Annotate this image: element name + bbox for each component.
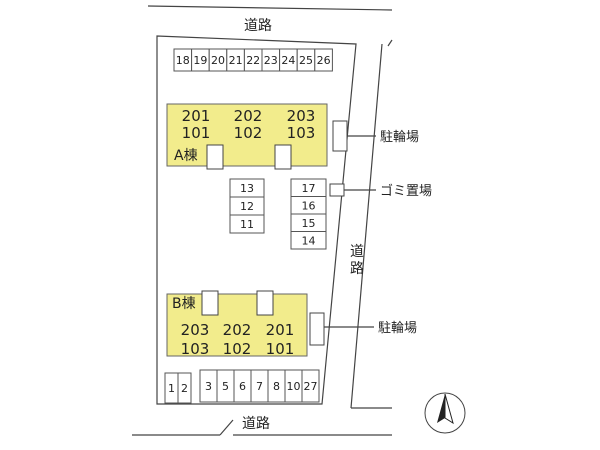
building-a [166,103,328,167]
parking-space-number: 21 [229,54,243,67]
parking-space-number: 11 [240,218,254,231]
parking-space-number: 13 [240,182,254,195]
road-top-label: 道路 [244,18,272,34]
garbage-label: ゴミ置場 [380,183,432,199]
road-corner-b [219,419,234,436]
unit-number: 202 [234,107,263,125]
parking-space-slot [229,214,265,234]
road-bottom-label: 道路 [242,416,270,432]
road-top-edge [147,5,393,11]
parking-space-number: 16 [302,199,316,212]
parking-space-number: 12 [240,200,254,213]
parking-space-number: 2 [181,382,188,395]
parking-space-slot [301,369,320,403]
unit-number: 102 [223,340,252,358]
road-right-label-1: 道 [350,244,364,260]
center-right-parking: 17 16 15 14 [290,178,327,250]
garbage-shed [329,183,345,197]
parking-space-number: 22 [246,54,260,67]
unit-number: 201 [182,107,211,125]
building-b-entrance-1 [201,290,219,316]
parking-space-slot [290,231,327,250]
bike-parking-a-shed [332,120,348,152]
building-a-label: A棟 [174,148,198,164]
parking-space-number: 26 [317,54,331,67]
unit-number: 203 [181,321,210,339]
building-a-entrance-1 [206,144,224,170]
parking-space-slot [177,372,192,404]
property-boundary [156,35,357,405]
parking-space-slot [314,48,333,72]
unit-number: 201 [266,321,295,339]
unit-number: 102 [234,124,263,142]
unit-number: 203 [287,107,316,125]
parking-space-number: 25 [299,54,313,67]
center-left-parking: 13 12 11 [229,178,265,234]
bike-parking-a-label: 駐輪場 [380,129,419,145]
building-a-entrance-2 [274,144,292,170]
parking-space-number: 27 [304,380,318,393]
parking-space-number: 14 [302,234,316,247]
parking-space-number: 17 [302,182,316,195]
parking-space-number: 20 [211,54,225,67]
parking-space-number: 8 [273,380,280,393]
parking-space-number: 6 [239,380,246,393]
unit-number: 103 [287,124,316,142]
bike-parking-b-label: 駐輪場 [378,320,417,336]
unit-number: 202 [223,321,252,339]
building-b-label: B棟 [172,296,196,312]
parking-space-number: 10 [287,380,301,393]
unit-number: 101 [182,124,211,142]
bike-parking-b-shed [309,312,325,346]
building-b [166,293,308,357]
parking-space-number: 7 [256,380,263,393]
parking-space-number: 1 [168,382,175,395]
parking-space-number: 5 [222,380,229,393]
parking-space-number: 18 [176,54,190,67]
north-arrow-icon [424,392,466,434]
parking-space-number: 23 [264,54,278,67]
building-b-units: 203 202 201 103 102 101 [181,321,295,358]
road-right-edge-outer [387,39,393,47]
parking-space-number: 15 [302,217,316,230]
unit-number: 103 [181,340,210,358]
building-b-entrance-2 [256,290,274,316]
building-a-units: 201 202 203 101 102 103 [182,107,316,142]
parking-space-number: 24 [281,54,295,67]
parking-space-number: 3 [205,380,212,393]
road-right-label-2: 路 [350,261,364,277]
parking-space-number: 19 [193,54,207,67]
unit-number: 101 [266,340,295,358]
road-right-edge-inner [350,43,383,409]
